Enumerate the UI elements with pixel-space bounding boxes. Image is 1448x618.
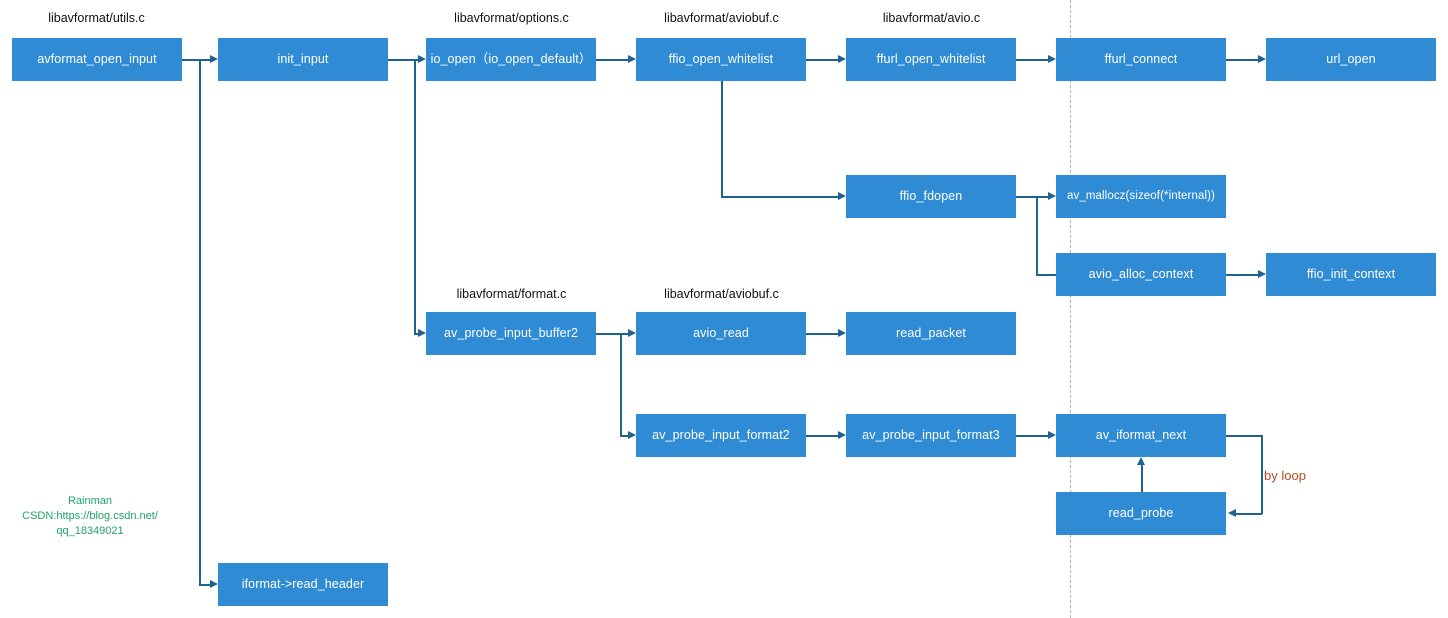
edge-probeformat2-to-probeformat3 [806, 435, 840, 437]
node-label: init_input [277, 52, 329, 67]
file-label-avio: libavformat/avio.c [882, 11, 981, 25]
node-avformat-open-input[interactable]: avformat_open_input [12, 38, 182, 81]
node-label: io_open（io_open_default） [430, 52, 592, 67]
edge-ffiofdopen-out [1016, 196, 1050, 198]
watermark-line-3: qq_18349021 [56, 524, 124, 537]
arrowhead-avmallocz [1048, 192, 1056, 200]
file-label-options: libavformat/options.c [454, 11, 569, 25]
arrowhead-probeformat2 [628, 431, 636, 439]
edge-avioread-to-readpacket [806, 333, 840, 335]
watermark-line-1: Rainman [67, 495, 113, 507]
edge-ffiofdopen-branch-down [1036, 196, 1038, 275]
edge-ffioopen-to-ffiofdopen [721, 196, 840, 198]
arrowhead-readpacket [838, 329, 846, 337]
node-label: av_iformat_next [1095, 428, 1187, 443]
edge-to-readheader [199, 584, 212, 586]
node-label: avio_alloc_context [1088, 267, 1194, 282]
node-ffio-fdopen[interactable]: ffio_fdopen [846, 175, 1016, 218]
node-init-input[interactable]: init_input [218, 38, 388, 81]
node-avio-read[interactable]: avio_read [636, 312, 806, 355]
node-label: ffurl_connect [1104, 52, 1178, 67]
node-av-iformat-next[interactable]: av_iformat_next [1056, 414, 1226, 457]
node-label: ffio_fdopen [899, 189, 963, 204]
arrowhead-probebuffer2 [418, 329, 426, 337]
node-av-mallocz[interactable]: av_mallocz(sizeof(*internal)) [1056, 175, 1226, 218]
section-divider [1070, 0, 1071, 618]
node-label: av_probe_input_format3 [862, 428, 1000, 443]
edge-ffurlopen-to-ffurlconnect [1016, 59, 1050, 61]
edge-avformat-branch-down [199, 59, 201, 585]
arrowhead-iformatnext-loop [1137, 457, 1145, 465]
node-ffio-open-whitelist[interactable]: ffio_open_whitelist [636, 38, 806, 81]
arrowhead-urlopen [1258, 55, 1266, 63]
edge-initinput-branch-down [414, 59, 416, 334]
node-read-packet[interactable]: read_packet [846, 312, 1016, 355]
node-av-probe-input-format3[interactable]: av_probe_input_format3 [846, 414, 1016, 457]
edge-probebuffer2-branch-down [620, 333, 622, 436]
arrowhead-ffioinitcontext [1258, 270, 1266, 278]
edge-ffioopen-branch-down [721, 81, 723, 196]
node-avio-alloc-context[interactable]: avio_alloc_context [1056, 253, 1226, 296]
node-label: av_probe_input_format2 [652, 428, 790, 443]
edge-ffurlconnect-to-urlopen [1226, 59, 1260, 61]
arrowhead-initinput [210, 55, 218, 63]
node-iformat-read-header[interactable]: iformat->read_header [218, 563, 388, 606]
edge-avformat-to-initinput [182, 59, 212, 61]
arrowhead-probeformat3 [838, 431, 846, 439]
edge-loop-top [1226, 435, 1262, 437]
edge-initinput-to-ioopen [388, 59, 420, 61]
arrowhead-ffioopen [628, 55, 636, 63]
node-label: ffio_open_whitelist [668, 52, 774, 67]
edge-ffioopen-to-ffurlopen [806, 59, 840, 61]
node-ffio-init-context[interactable]: ffio_init_context [1266, 253, 1436, 296]
node-label: read_packet [896, 326, 966, 341]
file-label-aviobuf-mid: libavformat/aviobuf.c [664, 287, 779, 301]
node-label: avio_read [693, 326, 749, 341]
arrowhead-ffurlopen [838, 55, 846, 63]
file-label-format: libavformat/format.c [456, 287, 567, 301]
edge-readprobe-to-iformatnext [1141, 465, 1143, 493]
node-label: avformat_open_input [37, 52, 157, 67]
node-av-probe-input-buffer2[interactable]: av_probe_input_buffer2 [426, 312, 596, 355]
node-ffurl-open-whitelist[interactable]: ffurl_open_whitelist [846, 38, 1016, 81]
arrowhead-readprobe [1228, 509, 1236, 517]
node-av-probe-input-format2[interactable]: av_probe_input_format2 [636, 414, 806, 457]
node-io-open[interactable]: io_open（io_open_default） [426, 38, 596, 81]
edge-loop-bottom [1234, 513, 1262, 515]
edge-avioalloc-to-ffioinit [1226, 274, 1260, 276]
edge-to-probebuffer2 [414, 333, 420, 335]
watermark: Rainman CSDN:https://blog.csdn.net/ qq_1… [0, 494, 180, 539]
edge-probebuffer2-to-avioread [596, 333, 630, 335]
node-label: av_mallocz(sizeof(*internal)) [1067, 189, 1215, 202]
arrowhead-avioread [628, 329, 636, 337]
loop-label: by loop [1264, 468, 1306, 483]
arrowhead-readheader [210, 580, 218, 588]
arrowhead-ioopen [418, 55, 426, 63]
file-label-aviobuf-top: libavformat/aviobuf.c [664, 11, 779, 25]
watermark-line-2: CSDN:https://blog.csdn.net/ [22, 509, 158, 522]
node-label: ffio_init_context [1306, 267, 1396, 282]
edge-ioopen-to-ffioopen [596, 59, 630, 61]
node-label: ffurl_open_whitelist [876, 52, 986, 67]
edge-loop-right [1261, 435, 1263, 514]
node-label: url_open [1326, 52, 1376, 67]
node-label: av_probe_input_buffer2 [443, 326, 579, 341]
edge-to-probeformat2 [620, 435, 630, 437]
node-ffurl-connect[interactable]: ffurl_connect [1056, 38, 1226, 81]
edge-to-avioalloccontext [1036, 274, 1056, 276]
node-read-probe[interactable]: read_probe [1056, 492, 1226, 535]
arrowhead-iformatnext [1048, 431, 1056, 439]
node-label: read_probe [1108, 506, 1174, 521]
arrowhead-ffiofdopen [838, 192, 846, 200]
node-label: iformat->read_header [241, 577, 365, 592]
arrowhead-ffurlconnect [1048, 55, 1056, 63]
edge-probeformat3-to-iformatnext [1016, 435, 1050, 437]
node-url-open[interactable]: url_open [1266, 38, 1436, 81]
file-label-utils: libavformat/utils.c [48, 11, 145, 25]
